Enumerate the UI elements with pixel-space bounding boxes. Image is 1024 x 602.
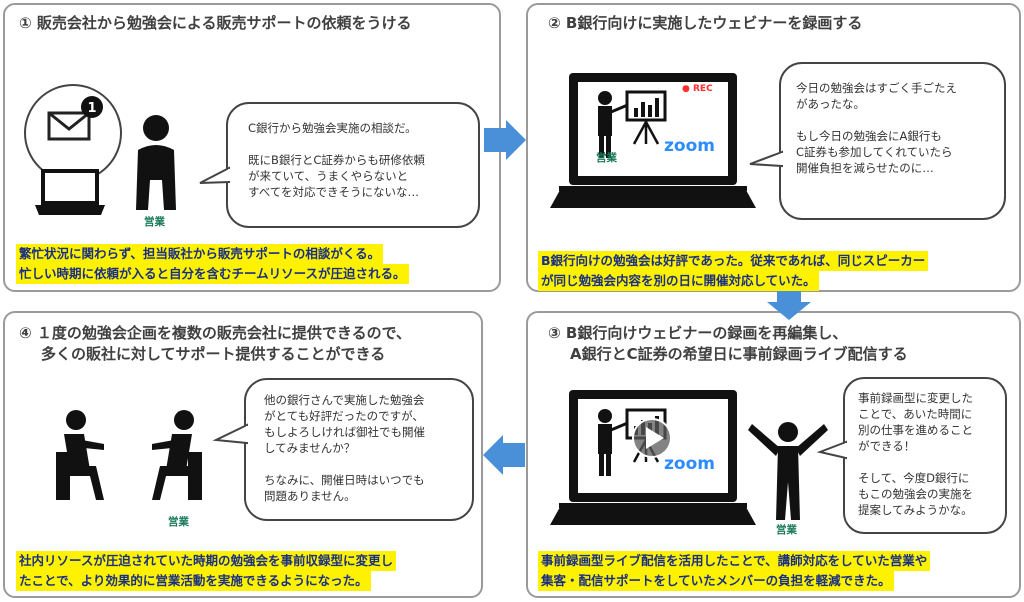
panel-3-title-line-1: ③ B銀行向けウェビナーの録画を再編集し、 (548, 324, 848, 342)
notification-badge-icon: 1 (81, 96, 103, 118)
panel-2-title: ② B銀行向けに実施したウェビナーを録画する (548, 14, 863, 32)
panel-2-summary-1: B銀行向けの勉強会は好評であった。従来であれば、同じスピーカー (538, 251, 929, 271)
panel-4-summary-1: 社内リソースが圧迫されていた時期の勉強会を事前収録型に変更し (16, 551, 397, 571)
laptop-icon (35, 169, 105, 215)
panel-1-bubble-text: C銀行から勉強会実施の相談だ。 既にB銀行とC証券からも研修依頼 が来ていて、う… (248, 121, 425, 199)
envelope-icon (47, 111, 91, 141)
arrow-right-icon (484, 120, 526, 160)
panel-3-summary-2: 集客・配信サポートをしていたメンバーの負担を軽減できた。 (538, 571, 894, 591)
panel-3-bubble-text: 事前録画型に変更した ことで、あいた時間に 別の仕事を進めること ができる！ そ… (858, 391, 973, 517)
panel-1-title: ① 販売会社から勉強会による販売サポートの依頼をうける (19, 14, 412, 32)
speech-bubble-3 (816, 377, 1007, 534)
speech-bubble-4 (212, 378, 474, 521)
zoom-logo: zoom (664, 136, 715, 156)
panel-3-person-label: 営業 (776, 524, 797, 536)
panel-2-person-label: 営業 (596, 152, 617, 164)
panel-2-bubble-text: 今日の勉強会はすごく手ごたえ があったな。 もし今日の勉強会にA銀行も C証券も… (796, 81, 957, 175)
panel-4-summary-2: たことで、より効果的に営業活動を実施できるようになった。 (16, 571, 371, 591)
arrow-left-icon (483, 435, 525, 475)
badge-count: 1 (87, 101, 96, 116)
sales-person-icon (136, 115, 176, 210)
zoom-logo-2: zoom (664, 454, 715, 474)
speech-bubble-1 (199, 102, 480, 228)
cheering-person-icon (748, 422, 828, 520)
panel-4-person-label: 営業 (168, 516, 189, 528)
panel-1-summary-1: 繁忙状況に関わらず、担当販社から販売サポートの相談がくる。 (16, 244, 384, 264)
presenter-icon (598, 91, 631, 158)
panel-4-title-line-1: ④ １度の勉強会企画を複数の販売会社に提供できるので、 (19, 324, 412, 342)
panel-4-bubble-text: 他の銀行さんで実施した勉強会 がとても好評だったのですが、 もしよろしければ御社… (264, 393, 425, 503)
panel-4-title-line-2: 多くの販社に対してサポート提供することができる (41, 345, 386, 363)
speech-bubble-2 (749, 62, 1006, 220)
rec-indicator: ● REC (682, 84, 713, 94)
chart-board-icon (625, 90, 667, 145)
seated-person-right-icon (152, 410, 202, 500)
panel-1-summary-2: 忙しい時期に依頼が入ると自分を含むチームリソースが圧迫される。 (16, 264, 409, 284)
arrow-down-icon (767, 290, 811, 320)
panel-3-title-line-2: A銀行とC証券の希望日に事前録画ライブ配信する (570, 345, 908, 363)
seated-person-left-icon (56, 410, 104, 500)
panel-3-summary-1: 事前録画型ライブ配信を活用したことで、講師対応をしていた営業や (538, 551, 931, 571)
play-button-icon (632, 418, 672, 458)
panel-1-person-label: 営業 (144, 216, 165, 228)
panel-2-summary-2: が同じ勉強会内容を別の日に開催対応していた。 (538, 271, 819, 291)
